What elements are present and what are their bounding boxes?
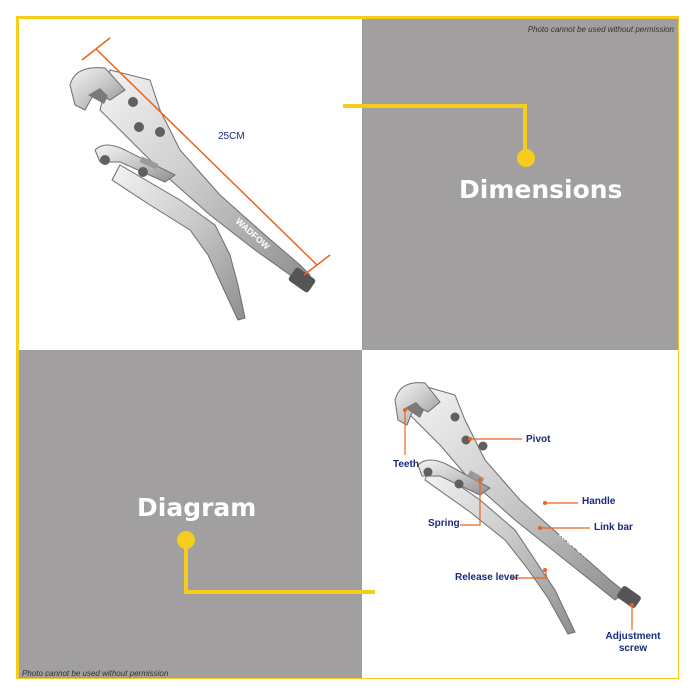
pliers-diagram-icon: WADFOW (394, 382, 641, 635)
dimension-label: 25CM (218, 131, 245, 142)
dimensions-title-panel (362, 19, 678, 350)
label-release-lever: Release lever (455, 572, 519, 583)
watermark-bottom: Photo cannot be used without permission (22, 669, 169, 678)
dimensions-heading: Dimensions (459, 175, 623, 204)
dimensions-connector (343, 104, 527, 158)
diagram-heading: Diagram (137, 493, 257, 522)
callout-dots (403, 408, 634, 607)
label-teeth: Teeth (393, 459, 419, 470)
watermark-top: Photo cannot be used without permission (527, 25, 674, 34)
diagram-connector (184, 540, 375, 594)
label-adjustment-screw: Adjustment screw (605, 631, 661, 654)
label-handle: Handle (582, 496, 616, 507)
diagram-title-panel (19, 350, 362, 678)
dimension-tick-end (303, 254, 331, 276)
label-spring: Spring (428, 518, 460, 529)
label-pivot: Pivot (526, 434, 551, 445)
pliers-icon: WADFOW (69, 67, 316, 321)
dimension-line (95, 48, 318, 266)
dimensions-connector-dot (517, 149, 535, 167)
callout-lines (404, 410, 633, 630)
label-link-bar: Link bar (594, 522, 633, 533)
